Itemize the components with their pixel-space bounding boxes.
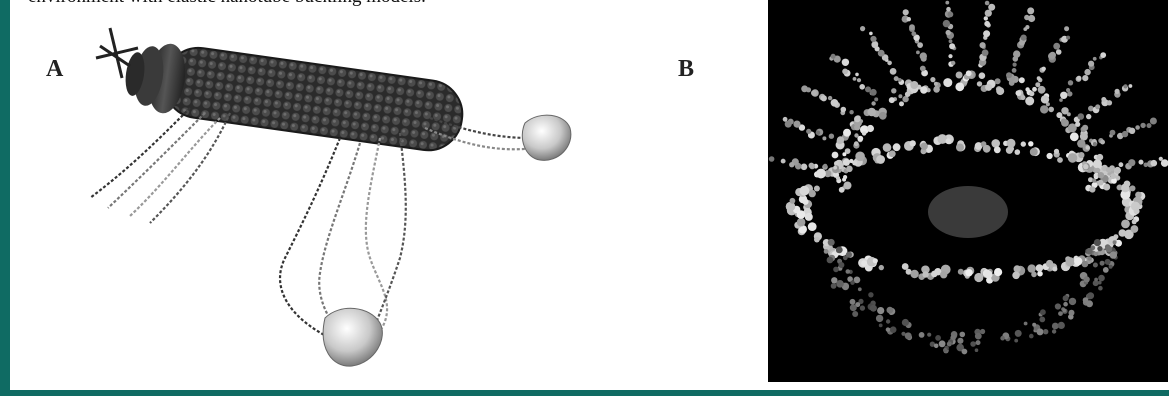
figure-b-svg — [768, 0, 1168, 382]
bottom-rule — [10, 390, 1169, 393]
nanotube-body — [121, 38, 466, 154]
panel-a-label: A — [46, 56, 63, 83]
helix-left-group — [90, 108, 230, 223]
panel-b-label: B — [678, 56, 694, 83]
paper-page: environment with elastic nanotube buckli… — [10, 0, 1169, 393]
blob-right — [522, 115, 571, 160]
caption-cut-text: environment with elastic nanotube buckli… — [28, 0, 426, 8]
figure-b-dendrimer-render — [768, 0, 1168, 382]
blob-bottom — [323, 308, 382, 366]
figure-a-molecular-model — [70, 18, 670, 388]
